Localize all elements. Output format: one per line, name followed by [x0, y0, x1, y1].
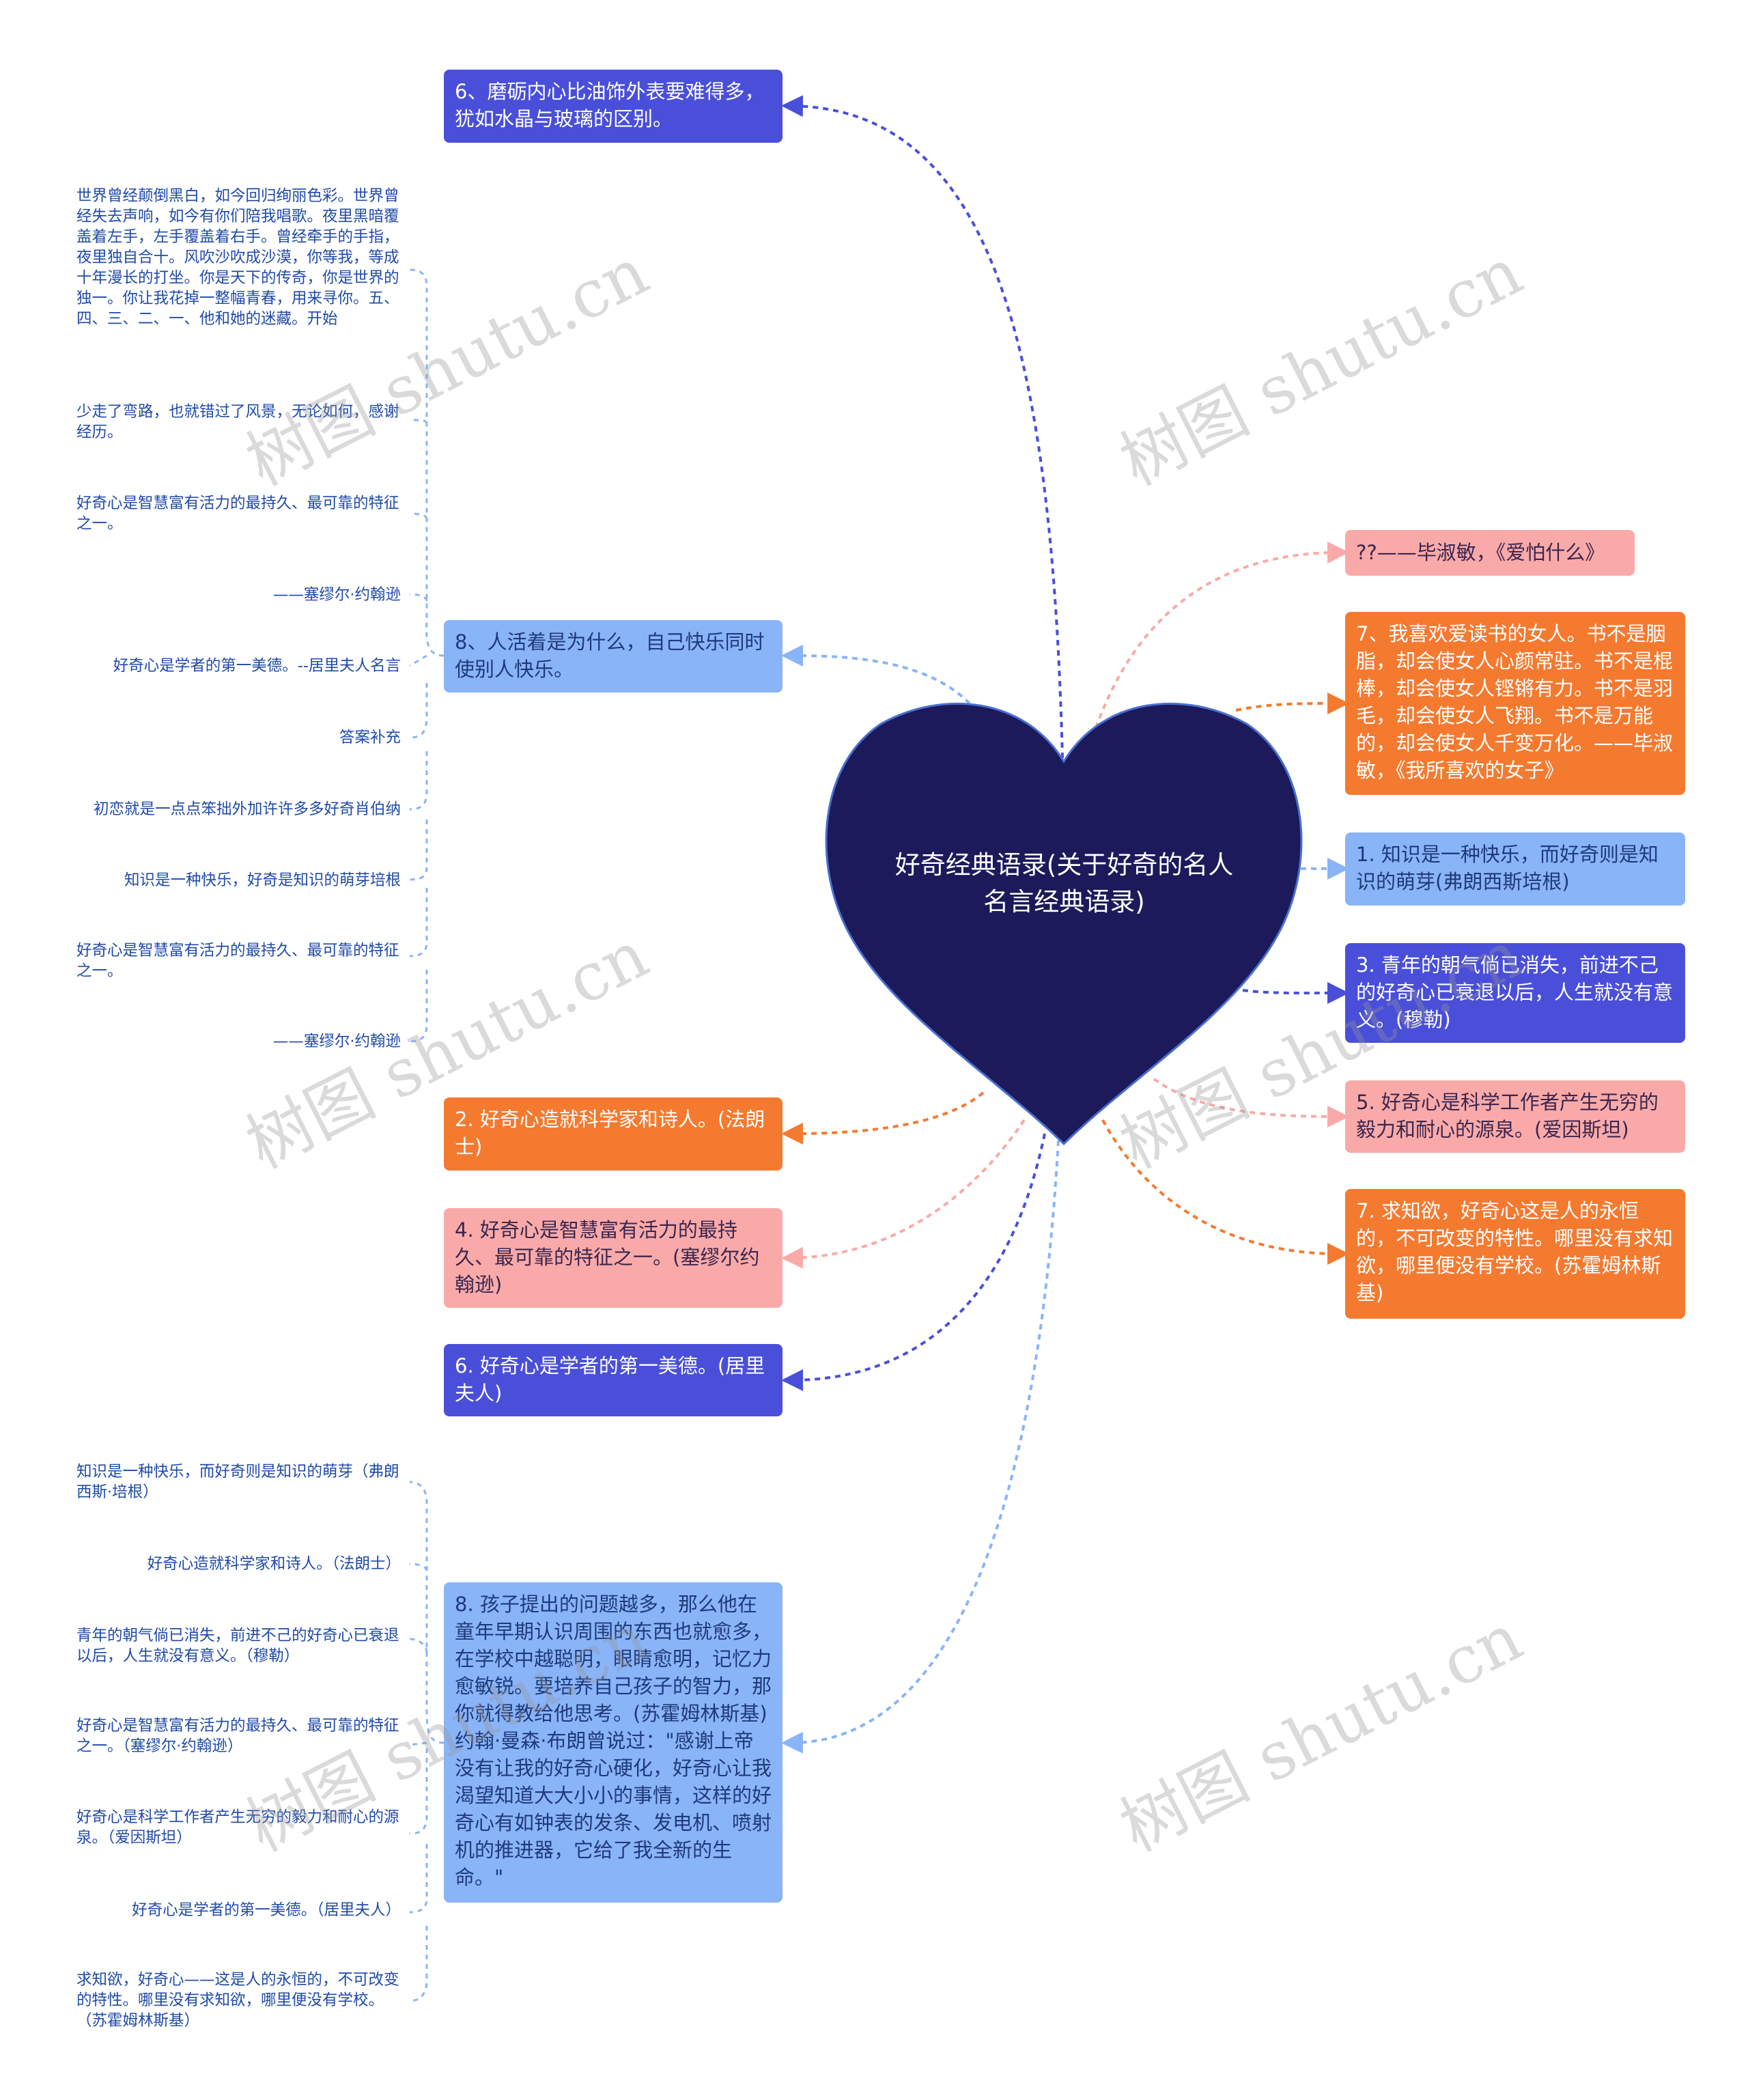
- node-7-reading-women[interactable]: 7、我喜欢爱读书的女人。书不是胭脂，却会使女人心颜常驻。书不是棍棒，却会使女人铿…: [1345, 612, 1685, 795]
- link-r7b: [1101, 1119, 1349, 1265]
- leaf-lower-2: 青年的朝气倘已消失，前进不己的好奇心已衰退以后，人生就没有意义。（穆勒）: [76, 1627, 399, 1665]
- link-n8a: [781, 645, 971, 705]
- leaf-lower-4: 好奇心是科学工作者产生无穷的毅力和耐心的源泉。（爱因斯坦）: [76, 1808, 399, 1847]
- leaf-lower-6: 求知欲，好奇心——这是人的永恒的，不可改变的特性。哪里没有求知欲，哪里便没有学校…: [76, 1971, 399, 2030]
- leaf-lower-0: 知识是一种快乐，而好奇则是知识的萌芽（弗朗西斯·培根）: [76, 1463, 399, 1501]
- leaf-upper-3: ——塞缪尔·约翰逊: [272, 586, 401, 604]
- node-3-youth[interactable]: 3. 青年的朝气倘已消失，前进不己的好奇心已衰退以后，人生就没有意义。(穆勒): [1345, 943, 1685, 1043]
- node-1-knowledge-joy[interactable]: 1. 知识是一种快乐，而好奇则是知识的萌芽(弗朗西斯培根): [1345, 832, 1685, 906]
- link-n6b: [781, 1133, 1046, 1391]
- link-r0: [1091, 542, 1349, 738]
- node-6-scholar-virtue[interactable]: 6. 好奇心是学者的第一美德。(居里夫人): [444, 1344, 783, 1416]
- leaf-upper-6: 初恋就是一点点笨拙外加许许多多好奇肖伯纳: [93, 800, 401, 818]
- link-n8b: [781, 1140, 1060, 1754]
- leaf-upper-8: 好奇心是智慧富有活力的最持久、最可靠的特征之一。: [76, 942, 399, 980]
- center-heart: [825, 702, 1303, 1146]
- link-r5: [1153, 1078, 1349, 1128]
- bracket-upper: [409, 268, 445, 1043]
- leaf-upper-4: 好奇心是学者的第一美德。--居里夫人名言: [113, 657, 401, 675]
- node-4-wisdom[interactable]: 4. 好奇心是智慧富有活力的最持久、最可靠的特征之一。(塞缪尔约翰逊): [444, 1208, 783, 1308]
- node-8-children-questions[interactable]: 8. 孩子提出的问题越多，那么他在童年早期认识周围的东西也就愈多，在学校中越聪明…: [444, 1582, 783, 1903]
- link-r3: [1242, 982, 1349, 1005]
- node-5-einstein[interactable]: 5. 好奇心是科学工作者产生无穷的毅力和耐心的源泉。(爱因斯坦): [1345, 1080, 1685, 1153]
- leaf-lower-1: 好奇心造就科学家和诗人。（法朗士）: [147, 1555, 401, 1573]
- leaf-upper-2: 好奇心是智慧富有活力的最持久、最可靠的特征之一。: [76, 494, 399, 533]
- node-7-thirst-knowledge[interactable]: 7. 求知欲，好奇心这是人的永恒的，不可改变的特性。哪里没有求知欲，哪里便没有学…: [1345, 1189, 1685, 1319]
- node-6-polish-inner[interactable]: 6、磨砺内心比油饰外表要难得多，犹如水晶与玻璃的区别。: [444, 70, 783, 143]
- leaf-upper-7: 知识是一种快乐，好奇是知识的萌芽培根: [124, 871, 401, 889]
- node-bishumin-love[interactable]: ??——毕淑敏，《爱怕什么》: [1345, 530, 1635, 576]
- leaf-lower-3: 好奇心是智慧富有活力的最持久、最可靠的特征之一。（塞缪尔·约翰逊）: [76, 1717, 399, 1755]
- node-8-live-for[interactable]: 8、人活着是为什么，自己快乐同时使别人快乐。: [444, 620, 783, 692]
- leaf-upper-1: 少走了弯路，也就错过了风景，无论如何，感谢经历。: [76, 403, 399, 441]
- node-2-scientists-poets[interactable]: 2. 好奇心造就科学家和诗人。(法朗士): [444, 1097, 783, 1171]
- leaf-upper-5: 答案补充: [339, 729, 401, 746]
- center-topic[interactable]: 好奇经典语录(关于好奇的名人名言经典语录): [894, 850, 1234, 916]
- link-n2: [781, 1091, 985, 1145]
- link-n4: [781, 1119, 1026, 1269]
- leaf-upper-0: 世界曾经颠倒黑白，如今回归绚丽色彩。世界曾经失去声响，如今有你们陪我唱歌。夜里黑…: [76, 187, 399, 328]
- bracket-lower: [409, 1481, 445, 2002]
- link-r7a: [1235, 692, 1349, 715]
- leaf-upper-9: ——塞缪尔·约翰逊: [272, 1033, 401, 1050]
- link-n6a: [781, 95, 1064, 759]
- leaf-lower-5: 好奇心是学者的第一美德。（居里夫人）: [132, 1901, 401, 1919]
